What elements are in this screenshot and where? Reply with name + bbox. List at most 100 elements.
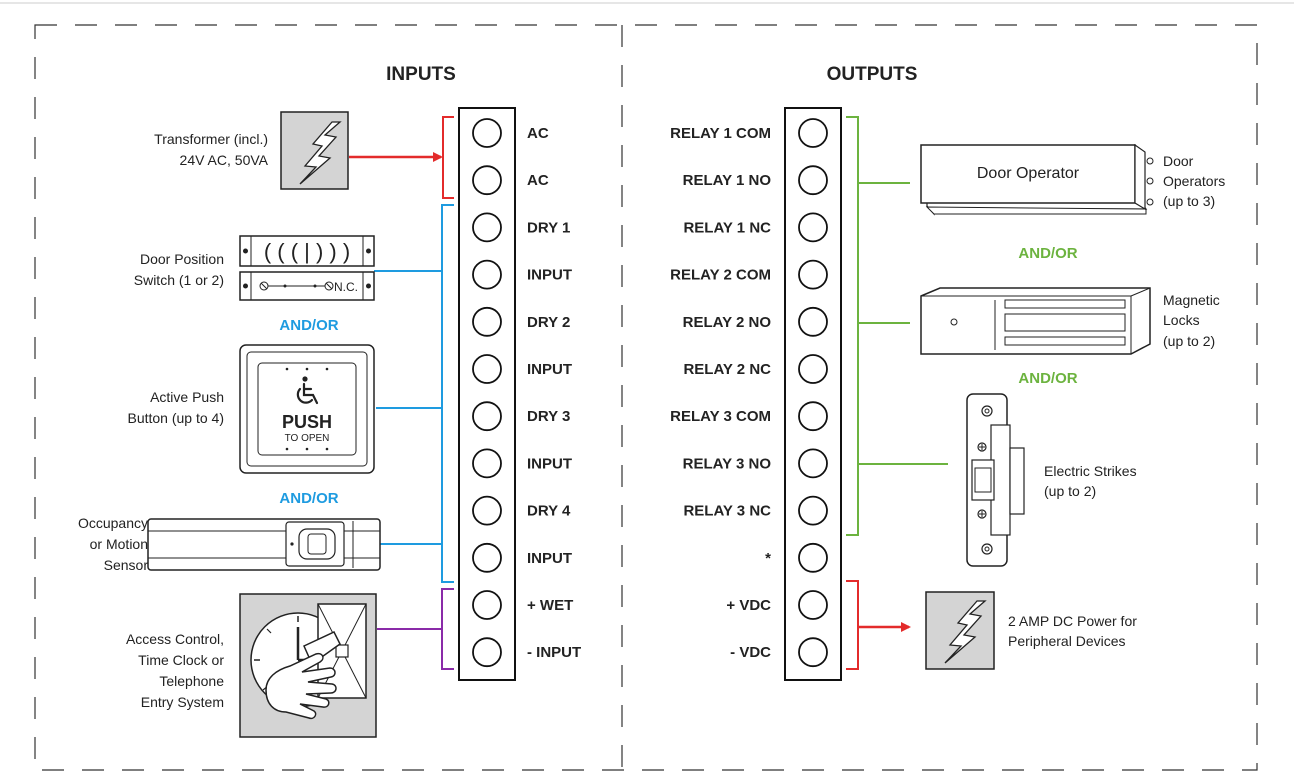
- inputs-title: INPUTS: [386, 64, 456, 85]
- terminal-label: + VDC: [726, 597, 771, 614]
- terminal-label: DRY 2: [527, 314, 570, 331]
- strike-label-2: (up to 2): [1044, 483, 1096, 499]
- inputs-andor-2: AND/OR: [279, 490, 338, 507]
- input-terminal-block: [458, 107, 516, 681]
- transformer-label-1: Transformer (incl.): [154, 131, 268, 147]
- acs-label-4: Entry System: [141, 694, 224, 710]
- terminal-label: *: [765, 550, 771, 567]
- magnet-symbol: ( ( ( | ) ) ): [264, 239, 350, 264]
- terminal-screw: [472, 448, 502, 479]
- door-ops-label-2: Operators: [1163, 173, 1225, 189]
- terminal-screw: [472, 165, 502, 196]
- terminal-screw: [472, 542, 502, 573]
- wheelchair-icon: [296, 376, 319, 405]
- occupancy-sensor: [147, 518, 381, 571]
- normally-closed-label: N.C.: [334, 280, 358, 294]
- outputs-title: OUTPUTS: [827, 64, 918, 85]
- terminal-screw: [472, 590, 502, 620]
- mag-label-1: Magnetic: [1163, 292, 1220, 308]
- terminal-label: RELAY 2 NO: [683, 314, 772, 331]
- output-terminal-block: [784, 107, 842, 681]
- terminal-screw: [798, 212, 828, 243]
- to-open-text: TO OPEN: [285, 433, 330, 444]
- terminal-screw: [472, 118, 502, 148]
- transformer-device: [280, 111, 349, 190]
- door-ops-label-1: Door: [1163, 153, 1194, 169]
- lightning-icon: [944, 600, 987, 664]
- terminal-screw: [798, 165, 828, 196]
- mag-label-3: (up to 2): [1163, 333, 1215, 349]
- mag-label-2: Locks: [1163, 312, 1200, 328]
- terminal-label: INPUT: [527, 267, 572, 284]
- terminal-label: AC: [527, 125, 549, 142]
- terminal-label: DRY 3: [527, 408, 570, 425]
- outer-dashed-frame: [34, 24, 1258, 771]
- ac-bracket: [349, 116, 454, 199]
- terminal-screw: [798, 637, 828, 668]
- dc-power-device: [925, 591, 995, 670]
- access-control-device: [239, 593, 377, 738]
- terminal-screw: [798, 259, 828, 290]
- terminal-screw: [798, 542, 828, 573]
- dps-label-2: Switch (1 or 2): [134, 272, 224, 288]
- power-label-2: Peripheral Devices: [1008, 633, 1126, 649]
- terminal-screw: [798, 118, 828, 148]
- inputs-andor-1: AND/OR: [279, 317, 338, 334]
- terminal-label: RELAY 1 COM: [670, 125, 771, 142]
- dc-power-bracket: [846, 580, 911, 670]
- terminal-label: RELAY 2 NC: [683, 361, 771, 378]
- power-label-1: 2 AMP DC Power for: [1008, 613, 1137, 629]
- terminal-screw: [798, 495, 828, 526]
- terminal-label: - VDC: [730, 644, 771, 661]
- occ-label-3: Sensor: [104, 557, 149, 573]
- door-operator-box-label: Door Operator: [977, 165, 1080, 182]
- terminal-screws: [1146, 157, 1154, 206]
- terminal-screw: [798, 354, 828, 384]
- terminal-screw: [798, 401, 828, 432]
- terminal-label: + WET: [527, 597, 573, 614]
- terminal-label: INPUT: [527, 455, 572, 472]
- lightning-icon: [299, 121, 342, 185]
- terminal-screw: [472, 259, 502, 290]
- occ-label-1: Occupancy: [78, 515, 148, 531]
- door-operator-device: Door Operator: [920, 143, 1154, 216]
- active-push-button: PUSH TO OPEN: [239, 344, 375, 474]
- terminal-label: RELAY 1 NO: [683, 172, 772, 189]
- terminal-label: DRY 1: [527, 219, 570, 236]
- terminal-label: INPUT: [527, 361, 572, 378]
- input-terminals: AC AC DRY 1 INPUT DRY 2 INPUT DRY 3 INPUT DRY 4 I…: [472, 118, 581, 668]
- terminal-label: DRY 4: [527, 503, 571, 520]
- terminal-label: RELAY 3 NC: [683, 503, 771, 520]
- terminal-screw: [798, 448, 828, 479]
- push-text: PUSH: [282, 412, 332, 432]
- apb-label-2: Button (up to 4): [127, 410, 224, 426]
- terminal-label: INPUT: [527, 550, 572, 567]
- terminal-label: AC: [527, 172, 549, 189]
- terminal-screw: [472, 354, 502, 384]
- terminal-screw: [472, 212, 502, 243]
- apb-label-1: Active Push: [150, 389, 224, 405]
- dry-input-bracket: [374, 204, 454, 583]
- magnetic-lock-device: [920, 287, 1151, 355]
- door-ops-label-3: (up to 3): [1163, 193, 1215, 209]
- terminal-label: RELAY 3 COM: [670, 408, 771, 425]
- acs-label-1: Access Control,: [126, 631, 224, 647]
- transformer-label-2: 24V AC, 50VA: [180, 152, 269, 168]
- acs-label-3: Telephone: [159, 673, 224, 689]
- door-position-switch: ( ( ( | ) ) ) N.C.: [239, 235, 375, 301]
- dps-label-1: Door Position: [140, 251, 224, 267]
- terminal-label: RELAY 1 NC: [683, 219, 771, 236]
- strike-label-1: Electric Strikes: [1044, 463, 1137, 479]
- electric-strike-device: [966, 393, 1025, 567]
- terminal-screw: [472, 306, 502, 337]
- terminal-screw: [798, 306, 828, 337]
- terminal-screw: [472, 401, 502, 432]
- outputs-andor-2: AND/OR: [1018, 370, 1077, 387]
- outputs-andor-1: AND/OR: [1018, 245, 1077, 262]
- occ-label-2: or Motion: [90, 536, 148, 552]
- hand-card-icon: [265, 631, 341, 720]
- wet-input-bracket: [377, 588, 454, 670]
- relay-bracket: [846, 116, 948, 536]
